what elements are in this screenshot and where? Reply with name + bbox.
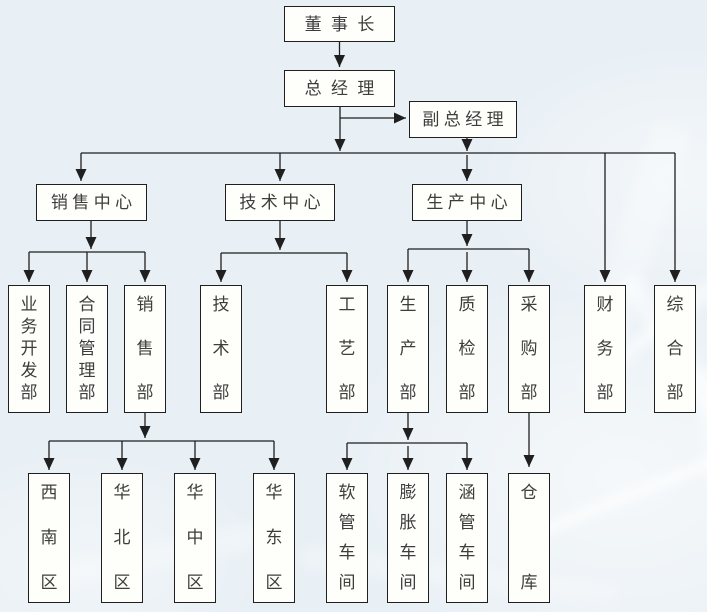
node-label: 销售部: [136, 295, 154, 403]
node-chairman: 董事长: [284, 6, 395, 42]
node-production-center: 生产中心: [412, 184, 522, 221]
sales-center-subtree: [23, 221, 151, 282]
node-sales-dept: 销售部: [124, 285, 166, 413]
node-business-development-dept: 业务开发部: [8, 285, 50, 413]
node-label: 销售中心: [50, 193, 137, 212]
node-label: 质检部: [458, 295, 476, 403]
node-east-china-region: 华东区: [253, 473, 295, 603]
node-label: 董事长: [304, 14, 384, 34]
node-north-china-region: 华北区: [101, 473, 143, 603]
node-process-dept: 工艺部: [326, 285, 368, 413]
node-finance-dept: 财务部: [584, 285, 626, 413]
node-expansion-workshop: 膨胀车间: [387, 473, 429, 603]
node-sales-center: 销售中心: [36, 184, 147, 221]
node-quality-inspection-dept: 质检部: [446, 285, 488, 413]
node-warehouse: 仓库: [508, 473, 550, 603]
node-hose-workshop: 软管车间: [326, 473, 368, 603]
node-label: 技术中心: [239, 193, 326, 212]
sales-dept-subtree: [43, 413, 280, 470]
node-label: 生产中心: [426, 193, 513, 212]
production-dept-subtree: [341, 413, 473, 470]
node-deputy-general-manager: 副总经理: [409, 101, 517, 138]
node-label: 膨胀车间: [399, 483, 417, 593]
node-label: 华北区: [113, 483, 131, 593]
node-label: 采购部: [520, 295, 538, 403]
node-label: 业务开发部: [20, 295, 38, 403]
node-label: 技术部: [212, 295, 230, 403]
node-label: 华东区: [265, 483, 283, 593]
node-southwest-region: 西南区: [28, 473, 70, 603]
node-culvert-pipe-workshop: 涵管车间: [446, 473, 488, 603]
node-general-affairs-dept: 综合部: [654, 285, 696, 413]
node-label: 西南区: [40, 483, 58, 593]
node-technology-center: 技术中心: [225, 184, 335, 221]
node-technical-dept: 技术部: [200, 285, 242, 413]
technology-center-subtree: [215, 221, 353, 282]
node-label: 合同管理部: [78, 295, 96, 403]
node-label: 财务部: [596, 295, 614, 403]
node-label: 综合部: [666, 295, 684, 403]
node-label: 软管车间: [338, 483, 356, 593]
node-production-dept: 生产部: [387, 285, 429, 413]
node-label: 副总经理: [422, 110, 509, 129]
node-label: 工艺部: [338, 295, 356, 403]
node-label: 生产部: [399, 295, 417, 403]
node-purchasing-dept: 采购部: [508, 285, 550, 413]
node-central-china-region: 华中区: [174, 473, 216, 603]
node-label: 涵管车间: [458, 483, 476, 593]
production-center-subtree: [402, 221, 535, 282]
node-general-manager: 总经理: [284, 70, 395, 107]
node-label: 仓库: [520, 483, 538, 593]
node-label: 总经理: [304, 79, 384, 98]
node-label: 华中区: [186, 483, 204, 593]
node-contract-management-dept: 合同管理部: [66, 285, 108, 413]
